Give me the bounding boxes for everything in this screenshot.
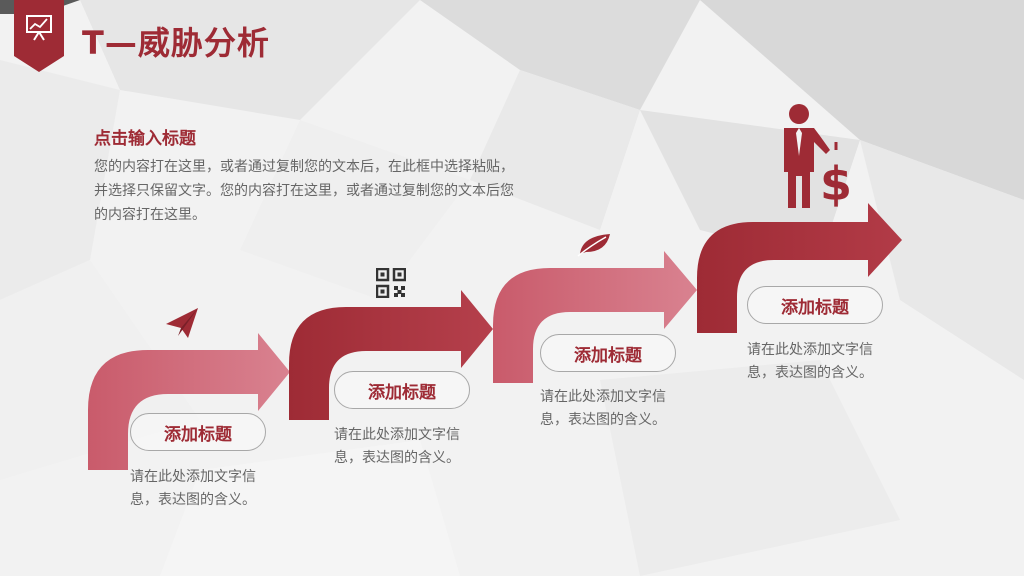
intro-body: 您的内容打在这里，或者通过复制您的文本后，在此框中选择粘贴，并选择只保留文字。您…: [94, 159, 514, 223]
qr-code-icon: [376, 268, 406, 298]
svg-text:$: $: [820, 157, 852, 210]
step-1-desc: 请在此处添加文字信息，表达图的含义。: [130, 469, 256, 508]
step-2-title: 添加标题: [334, 371, 470, 409]
stair-arrow-2: [289, 290, 493, 420]
slide-title: T—威胁分析: [82, 24, 270, 62]
step-4-title: 添加标题: [747, 286, 883, 324]
step-4-desc: 请在此处添加文字信息，表达图的含义。: [747, 342, 873, 381]
businessman-dollar-icon: $: [784, 104, 852, 210]
intro-title: 点击输入标题: [94, 129, 196, 149]
step-1-title: 添加标题: [130, 413, 266, 451]
step-3-title: 添加标题: [540, 334, 676, 372]
leaf-icon: [577, 234, 610, 257]
presentation-badge-icon: [14, 0, 64, 72]
step-2-desc: 请在此处添加文字信息，表达图的含义。: [334, 427, 460, 466]
step-3-desc: 请在此处添加文字信息，表达图的含义。: [540, 389, 666, 428]
stair-arrow-3: [493, 251, 697, 383]
stair-arrow-1: [88, 333, 290, 470]
paper-plane-icon: [166, 308, 198, 338]
stair-arrow-4: [697, 203, 902, 333]
